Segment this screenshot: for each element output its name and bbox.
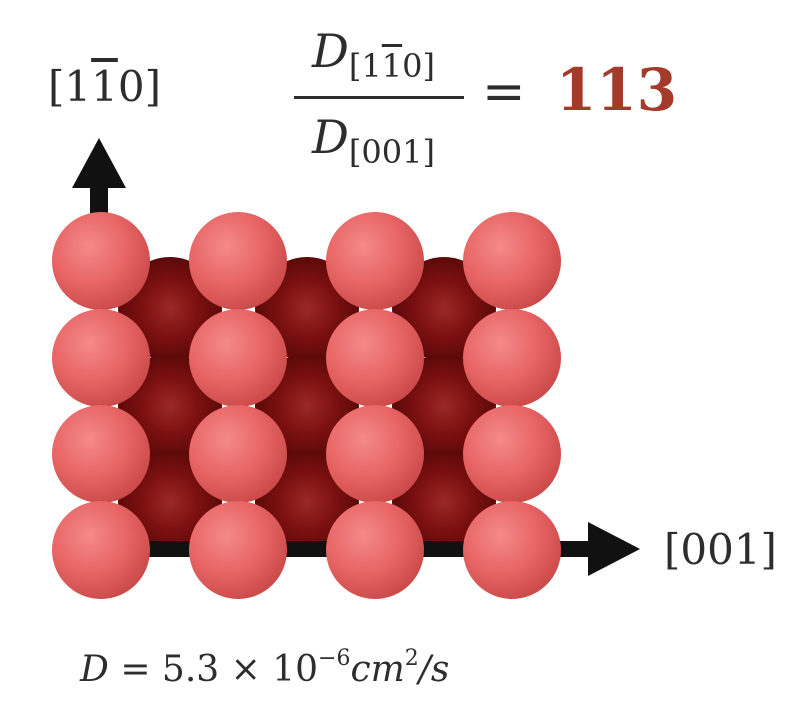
vertical-axis-label: [110] [48,62,161,111]
surface-atom [326,405,424,503]
surface-atom [326,501,424,599]
surface-atom [326,212,424,310]
diffusion-coefficient-formula: D = 5.3 × 10−6cm2/s [80,646,449,690]
surface-atom [52,405,150,503]
surface-atom [463,212,561,310]
surface-atom [189,405,287,503]
surface-atom [52,309,150,407]
diffusion-value: = 5.3 × 10 [120,649,319,690]
surface-atom [52,501,150,599]
surface-atom [52,212,150,310]
diffusion-unit-rest: /s [418,649,450,690]
horizontal-axis-label: [001] [664,525,777,574]
ratio-denominator: D[001] [286,110,461,171]
diffusion-exponent: −6 [318,646,351,671]
numerator-symbol: D [312,24,349,78]
surface-atom [189,212,287,310]
vertical-axis-label-open: [1 [48,62,92,111]
diffusion-unit-exponent: 2 [404,646,419,671]
surface-atom [463,405,561,503]
ratio-numerator: D[110] [286,24,461,85]
numerator-subscript: [110] [348,47,435,85]
fraction-bar [294,96,464,99]
vertical-axis-label-bar: 1 [91,62,118,111]
denominator-subscript: [001] [348,133,435,171]
diffusion-unit: cm [350,649,405,690]
diffusion-symbol: D [80,649,109,690]
surface-atom [463,501,561,599]
surface-atom [189,501,287,599]
surface-atom [463,309,561,407]
subsurface-atom-layer [118,257,496,554]
surface-atom-layer [52,212,561,599]
diffusion-ratio: D[110] D[001] = 113 [286,18,677,183]
ratio-value: 113 [556,56,678,124]
ratio-equals: = [482,62,526,122]
surface-atom [189,309,287,407]
surface-atom [326,309,424,407]
denominator-symbol: D [312,110,349,164]
vertical-axis-label-close: 0] [117,62,161,111]
